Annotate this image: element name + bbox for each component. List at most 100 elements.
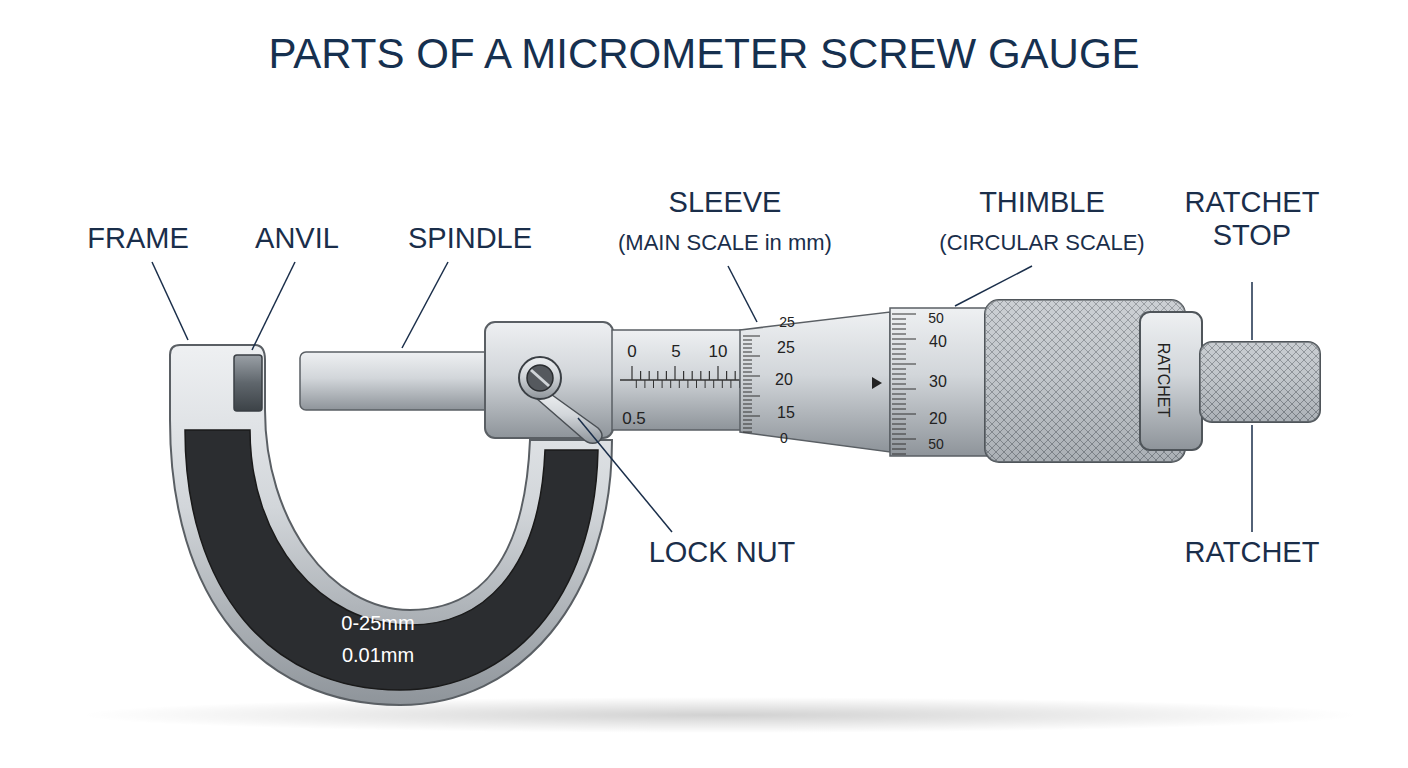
scale-tick <box>892 324 906 325</box>
scale-tick <box>892 349 906 350</box>
scale-tick <box>666 371 667 380</box>
anvil <box>234 355 262 411</box>
resolution-marking: 0.01mm <box>342 644 414 667</box>
scale-tick <box>657 371 658 380</box>
scale-tick <box>892 444 906 445</box>
scale-tick <box>892 399 906 400</box>
lock-nut-slot <box>531 370 549 386</box>
scale-tick <box>743 416 760 417</box>
scale-tick <box>692 371 693 380</box>
ratchet-stop <box>1200 342 1320 422</box>
scale-tick <box>892 369 906 370</box>
scale-tick <box>743 392 752 393</box>
scale-number: 20 <box>775 371 793 389</box>
part-label: SLEEVE <box>669 186 782 219</box>
scale-tick <box>892 344 906 345</box>
scale-number: 10 <box>709 342 728 362</box>
scale-tick <box>892 434 906 435</box>
scale-tick <box>726 371 727 380</box>
thimble <box>890 308 988 456</box>
scale-tick <box>717 366 718 380</box>
diagram-title: PARTS OF A MICROMETER SCREW GAUGE <box>268 30 1139 78</box>
scale-tick <box>892 339 916 340</box>
leader-lines <box>152 262 1252 532</box>
sleeve-ticks <box>632 366 748 388</box>
scale-number: 15 <box>777 404 795 422</box>
sleeve <box>612 330 752 430</box>
scale-tick <box>743 408 752 409</box>
scale-tick <box>713 380 714 388</box>
scale-tick <box>892 319 906 320</box>
scale-tick <box>743 400 752 401</box>
scale-tick <box>683 371 684 380</box>
scale-tick <box>743 344 752 345</box>
scale-tick <box>743 412 752 413</box>
scale-tick <box>743 372 752 373</box>
scale-tick <box>892 364 916 365</box>
scale-tick <box>644 380 645 388</box>
scale-tick <box>743 388 752 389</box>
scale-tick <box>735 371 736 380</box>
part-label: THIMBLE <box>979 186 1105 219</box>
scale-tick <box>700 371 701 380</box>
scale-tick <box>679 380 680 388</box>
frame <box>170 345 612 705</box>
scale-tick <box>674 366 675 380</box>
ground-shadow <box>80 697 1360 733</box>
scale-number: 50 <box>928 436 944 452</box>
scale-tick <box>892 379 906 380</box>
scale-tick <box>670 380 671 388</box>
scale-tick <box>892 429 906 430</box>
scale-tick <box>743 396 760 397</box>
scale-number: 30 <box>929 373 947 391</box>
scale-tick <box>730 380 731 388</box>
scale-tick <box>743 340 752 341</box>
part-label: RATCHET <box>1185 536 1320 569</box>
scale-tick <box>743 420 752 421</box>
scale-tick <box>743 424 752 425</box>
scale-tick <box>631 366 632 380</box>
scale-tick <box>743 376 760 377</box>
lock-nut <box>519 357 561 399</box>
scale-tick <box>743 380 752 381</box>
scale-tick <box>687 380 688 388</box>
scale-number: 5 <box>671 342 680 362</box>
lock-nut-screw <box>527 365 553 391</box>
scale-tick <box>743 356 760 357</box>
scale-tick <box>892 449 906 450</box>
part-label: LOCK NUT <box>649 536 796 569</box>
scale-tick <box>743 384 752 385</box>
ratchet-housing <box>1140 312 1202 450</box>
scale-tick <box>892 314 916 315</box>
thimble-bevel <box>740 312 890 452</box>
scale-tick <box>892 439 916 440</box>
scale-tick <box>892 329 906 330</box>
scale-tick <box>892 454 906 455</box>
scale-tick <box>892 359 906 360</box>
scale-tick <box>722 380 723 388</box>
scale-number: 0.5 <box>622 409 646 429</box>
scale-tick <box>892 409 906 410</box>
part-label: ANVIL <box>255 222 339 255</box>
scale-tick <box>892 389 916 390</box>
thimble-bevel-ticks <box>743 336 760 432</box>
scale-tick <box>662 380 663 388</box>
scale-tick <box>709 371 710 380</box>
scale-tick <box>696 380 697 388</box>
scale-tick <box>892 424 906 425</box>
frame-hub <box>485 322 613 438</box>
scale-tick <box>892 384 906 385</box>
scale-tick <box>653 380 654 388</box>
scale-tick <box>743 348 752 349</box>
scale-tick <box>892 414 916 415</box>
scale-number: 25 <box>777 339 795 357</box>
part-label: SPINDLE <box>408 222 532 255</box>
spindle <box>300 352 492 410</box>
scale-number: 20 <box>929 410 947 428</box>
scale-tick <box>743 368 752 369</box>
scale-tick <box>892 404 906 405</box>
scale-tick <box>892 334 906 335</box>
scale-number: 50 <box>928 310 944 326</box>
